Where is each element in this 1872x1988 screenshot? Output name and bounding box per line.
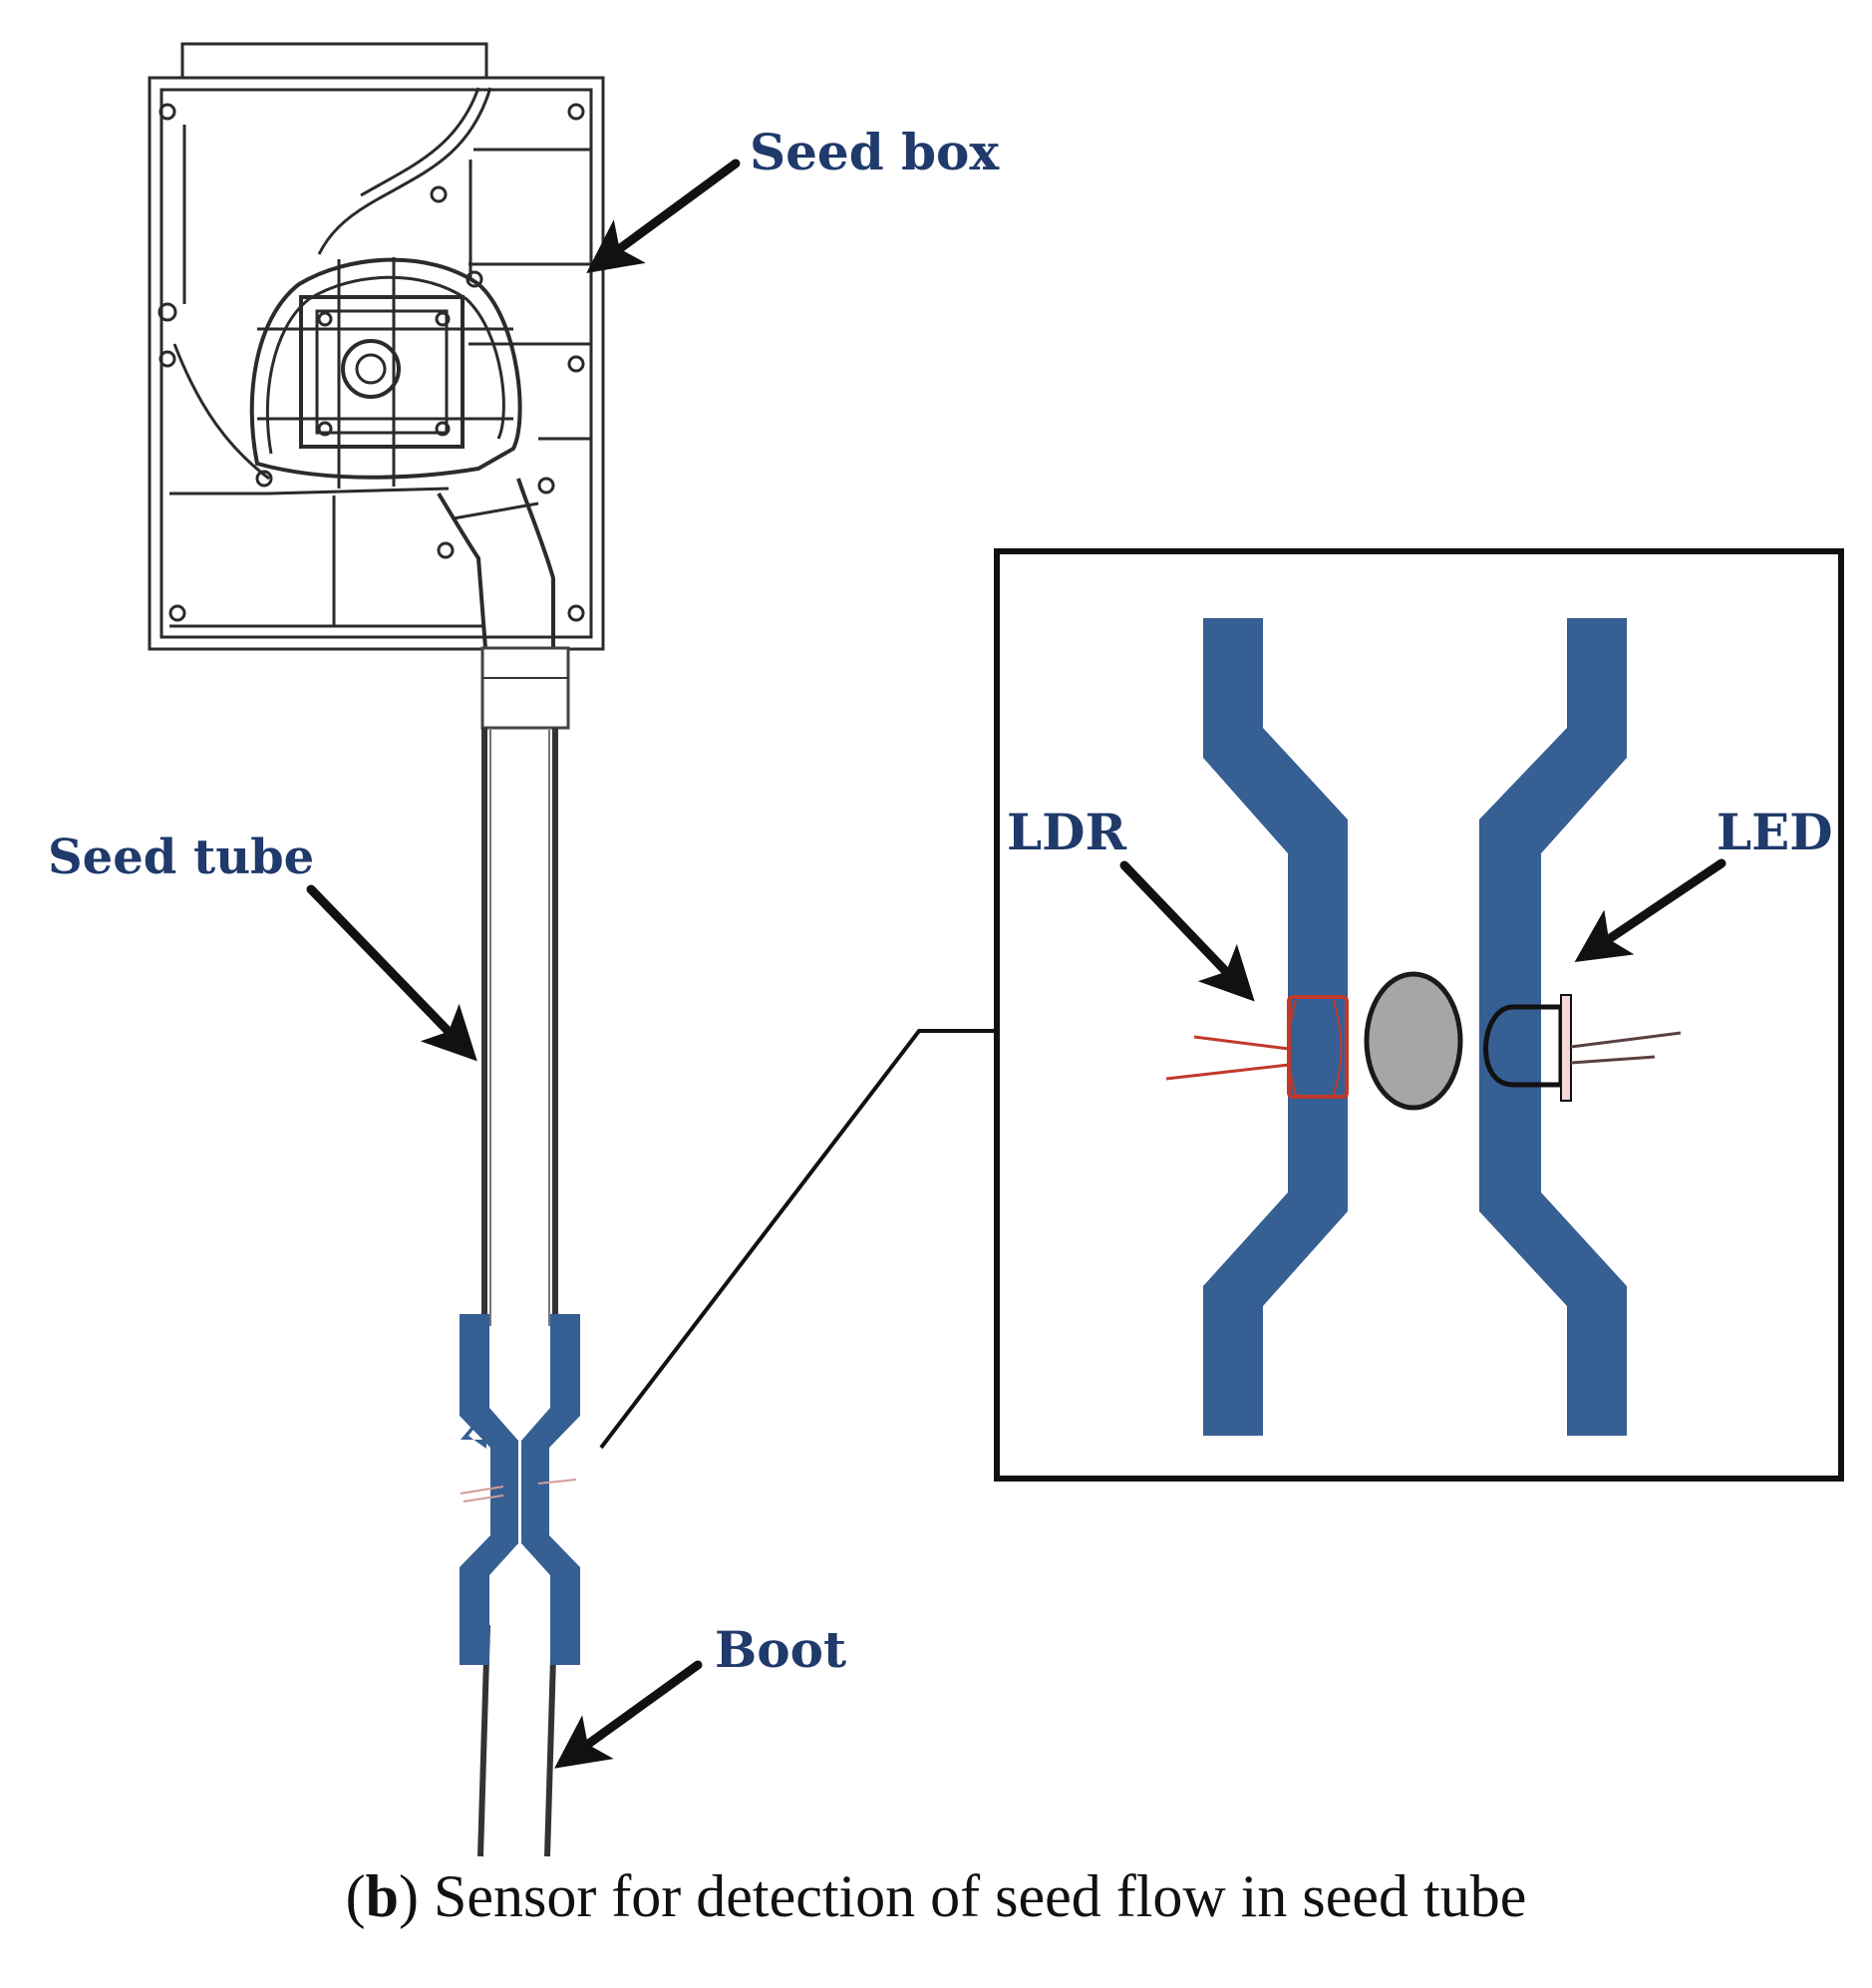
caption-text: Sensor for detection of seed flow in see… [433,1863,1527,1929]
seed-box [148,42,605,651]
tube-sensor-housing [460,1314,580,1665]
seed-box-arrow [586,159,741,273]
seed-tube-label: Seed tube [48,829,315,885]
housing-left-half [460,1314,518,1665]
boot-label: Boot [715,1620,847,1679]
callout-arrows [306,159,1726,1769]
led-emitter [1483,994,1682,1102]
led-arrow [1574,858,1726,963]
inset-right-wall [1479,618,1627,1436]
figure-caption: (b) Sensor for detection of seed flow in… [345,1863,1527,1929]
zoom-inset [994,548,1844,1482]
ldr-label: LDR [1007,803,1127,861]
led-label: LED [1716,803,1833,861]
seed-tube [477,646,570,1857]
seed-box-label: Seed box [750,123,1000,181]
ldr-arrow [1119,860,1255,1002]
boot-arrow [554,1660,703,1769]
zoom-connector-line [599,1029,997,1450]
ldr-sensor [1165,995,1349,1099]
seed [1364,971,1463,1111]
seed-tube-arrow [306,884,477,1062]
tube-sensor-pins [460,1479,577,1502]
caption-panel-letter: b [365,1863,399,1929]
housing-right-half [521,1314,580,1665]
inset-left-wall [1203,618,1348,1436]
